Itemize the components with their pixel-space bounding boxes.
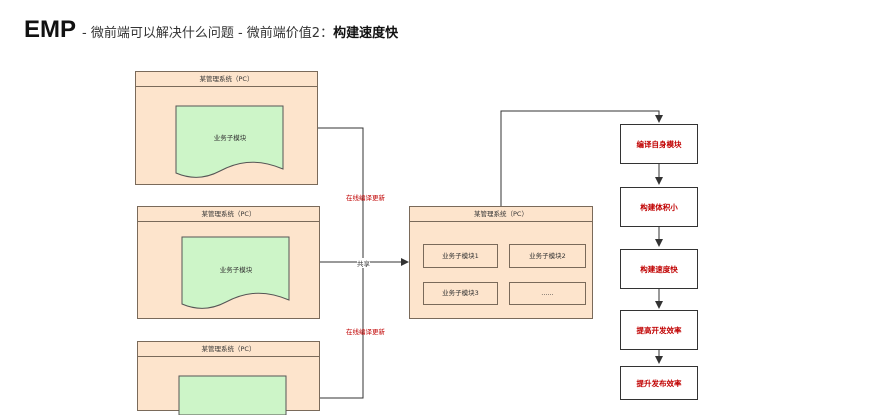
edge-label-top: 在线编译更新 bbox=[346, 194, 385, 202]
title-emp: EMP bbox=[24, 16, 77, 43]
step-3: 构建速度快 bbox=[620, 249, 698, 289]
step-1: 编译自身模块 bbox=[620, 124, 698, 164]
left-system-2: 某管理系统（PC） 业务子模块 bbox=[137, 206, 320, 319]
center-system: 某管理系统（PC） 业务子模块1 业务子模块2 业务子模块3 ...... bbox=[409, 206, 593, 319]
step-4: 提高开发效率 bbox=[620, 310, 698, 350]
edge-label-bottom: 在线编译更新 bbox=[346, 328, 385, 336]
center-system-header: 某管理系统（PC） bbox=[410, 207, 592, 222]
left-system-1: 某管理系统（PC） 业务子模块 bbox=[135, 71, 318, 185]
center-module-2: 业务子模块2 bbox=[509, 244, 586, 268]
step-2: 构建体积小 bbox=[620, 187, 698, 227]
edge-label-middle: 共享 bbox=[357, 258, 370, 268]
title-subtitle: - 微前端可以解决什么问题 - 微前端价值2： bbox=[82, 26, 334, 41]
document-shape-1 bbox=[175, 105, 284, 178]
document-shape-2 bbox=[181, 236, 290, 309]
page-title: EMP - 微前端可以解决什么问题 - 微前端价值2： 构建速度快 bbox=[24, 16, 398, 44]
edge-top bbox=[318, 127, 364, 262]
title-emphasis: 构建速度快 bbox=[333, 26, 399, 41]
connector-lines bbox=[318, 110, 663, 399]
left-system-2-module: 业务子模块 bbox=[219, 266, 253, 274]
left-system-1-module: 业务子模块 bbox=[213, 134, 247, 142]
edge-bottom bbox=[320, 262, 364, 399]
edge-to-steps bbox=[500, 110, 663, 206]
center-module-1: 业务子模块1 bbox=[423, 244, 498, 268]
left-system-1-header: 某管理系统（PC） bbox=[136, 72, 317, 87]
step-5: 提升发布效率 bbox=[620, 366, 698, 400]
document-shape-3 bbox=[178, 375, 287, 415]
center-module-3: 业务子模块3 bbox=[423, 282, 498, 305]
left-system-3-header: 某管理系统（PC） bbox=[138, 342, 319, 357]
left-system-3: 某管理系统（PC） bbox=[137, 341, 320, 415]
center-module-more: ...... bbox=[509, 282, 586, 305]
left-system-2-header: 某管理系统（PC） bbox=[138, 207, 319, 222]
